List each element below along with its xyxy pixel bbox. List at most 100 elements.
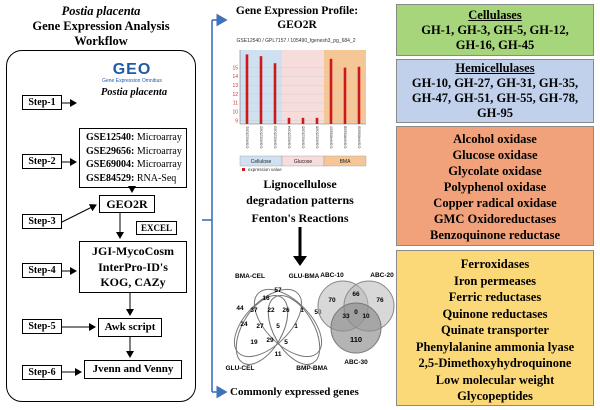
- enzyme-item: 2,5-Dimethoxyhydroquinone: [418, 356, 572, 370]
- venn1-value: 27: [256, 323, 264, 330]
- venn1-set-label: BMP-BMA: [296, 365, 328, 372]
- venn1-set-label: GLU-BMA: [289, 273, 320, 280]
- chart-x-tick-label: GSM315036: [315, 125, 320, 148]
- venn1-value: 26: [282, 307, 290, 314]
- common-genes-label: Commonly expressed genes: [230, 386, 359, 398]
- dataset-row: GSE12540: Microarray: [86, 132, 182, 143]
- venn1-value: 29: [266, 337, 274, 344]
- venn2-set-label: ABC-10: [320, 272, 344, 279]
- chart-x-tick-label: GSM315032: [259, 125, 264, 148]
- oxidase-item: GMC Oxidoreductases: [433, 212, 557, 226]
- enzyme-item: Ferric reductases: [448, 290, 542, 304]
- oxidase-item: Polyphenol oxidase: [443, 180, 547, 194]
- chart-legend-swatch: [242, 168, 245, 171]
- cellulases-title: Cellulases: [468, 8, 522, 22]
- chart-y-tick-label: 11: [233, 101, 238, 107]
- venn2-value: 70: [328, 297, 336, 304]
- chart-x-tick-label: GSM315034: [287, 125, 292, 148]
- venn2-set-label: ABC-30: [344, 359, 368, 366]
- cellulases-box: Cellulases GH-1, GH-3, GH-5, GH-12, GH-1…: [396, 4, 594, 56]
- chart-x-tick-label: GSM315031: [245, 125, 250, 148]
- venn2-value: 33: [342, 313, 350, 320]
- venn1-ellipse: [233, 288, 303, 358]
- step-3-label: Step-3: [22, 214, 62, 229]
- down-arrow-head: [293, 256, 307, 266]
- venn1-value: 57: [274, 287, 282, 294]
- chart-y-tick-label: 14: [232, 74, 238, 80]
- venn2-set-label: ABC-20: [370, 272, 394, 279]
- chart-bar: [315, 117, 319, 124]
- enzyme-item: Quinone reductases: [442, 306, 548, 321]
- expression-chart: GSE12540 / GPL7157 / 105490_fgenesh3_pg_…: [222, 34, 370, 172]
- oxidase-item: Glucose oxidase: [452, 148, 538, 162]
- excel-box: EXCEL: [136, 221, 177, 235]
- awk-script-box: Awk script: [98, 318, 162, 337]
- venn1-value: 5: [284, 339, 288, 346]
- workflow-title-organism: Postia placenta: [61, 4, 141, 18]
- geo-logo-subtitle: Gene Expression Omnibus: [102, 78, 162, 84]
- profile-title-line2: GEO2R: [277, 19, 317, 31]
- venn2-value: 66: [352, 291, 360, 298]
- venn1-value: 11: [275, 351, 282, 358]
- chart-y-tick-label: 12: [232, 92, 238, 98]
- database-item: KOG, CAZy: [100, 275, 166, 289]
- lignocellulose-line1: Lignocellulose: [263, 177, 337, 191]
- chart-bar: [245, 54, 249, 124]
- venn2-value: 76: [376, 297, 384, 304]
- chart-group-label-box: [323, 155, 367, 167]
- venn1-set-label: BMA-CEL: [235, 273, 265, 280]
- database-item: JGI-MycoCosm: [92, 244, 174, 258]
- chart-x-tick-label: GSM469837: [329, 125, 334, 148]
- cellulases-line: GH-16, GH-45: [455, 38, 535, 52]
- venn1-value: 53: [314, 309, 322, 316]
- database-item: InterPro-ID's: [98, 259, 168, 274]
- chart-group-label: Glucose: [294, 159, 313, 165]
- datasets-box: GSE12540: Microarray GSE29656: Microarra…: [79, 128, 187, 188]
- enzyme-item: Low molecular weight: [435, 372, 555, 387]
- workflow-title-line3: Workflow: [74, 34, 128, 48]
- chart-title: GSE12540 / GPL7157 / 105490_fgenesh3_pg_…: [237, 38, 356, 44]
- step-6-label: Step-6: [22, 365, 62, 380]
- dataset-row: GSE29656: Microarray: [86, 145, 182, 157]
- fenton-label: Fenton's Reactions: [251, 211, 349, 225]
- venn1-value: 22: [267, 307, 275, 314]
- workflow-title: Postia placenta Gene Expression Analysis…: [6, 4, 196, 49]
- venn-diagram-four-set: BMA-CEL GLU-BMA GLU-CEL BMP-BMA 57 16 44…: [226, 273, 328, 372]
- venn2-value: 0: [354, 309, 358, 316]
- venn1-ellipse: [253, 288, 323, 358]
- chart-bar: [301, 117, 305, 124]
- chart-y-tick-label: 9: [235, 118, 238, 124]
- chart-y-tick-label: 13: [232, 83, 238, 89]
- chart-bar: [329, 58, 333, 124]
- geo-logo: GEO Gene Expression Omnibus: [97, 61, 167, 85]
- profile-title-line1: Gene Expression Profile:: [235, 5, 359, 17]
- oxidase-item: Benzoquinone reductase: [430, 228, 560, 242]
- oxidase-item: Copper radical oxidase: [433, 196, 557, 210]
- oxidase-item: Alcohol oxidase: [453, 132, 537, 146]
- dataset-row: GSE84529: RNA-Seq: [86, 172, 177, 184]
- jvenn-box: Jvenn and Venny: [84, 360, 182, 379]
- chart-group-band: [282, 50, 324, 124]
- chart-x-tick-label: GSM315035: [301, 125, 306, 148]
- venn2-value: 10: [362, 313, 370, 320]
- chart-group-label: BMA: [340, 159, 352, 165]
- profile-title: Gene Expression Profile: GEO2R: [212, 4, 382, 32]
- step-4-label: Step-4: [22, 263, 62, 278]
- venn1-set-label: GLU-CEL: [226, 365, 255, 372]
- enzyme-item: Quinate transporter: [441, 323, 549, 337]
- venn1-ellipse: [235, 295, 289, 365]
- dataset-row: GSE69004: Microarray: [86, 159, 182, 170]
- venn1-value: 37: [250, 307, 258, 314]
- workflow-panel: [6, 50, 196, 402]
- venn1-value: 19: [250, 339, 258, 346]
- oxidase-item: Glycolate oxidase: [448, 164, 542, 178]
- geo-logo-text: GEO: [112, 61, 152, 78]
- venn1-value: 5: [276, 323, 280, 330]
- chart-bar: [259, 56, 263, 124]
- step-1-label: Step-1: [22, 95, 62, 110]
- enzyme-item: Ferroxidases: [460, 257, 530, 271]
- step-5-label: Step-5: [22, 319, 62, 334]
- workflow-title-line2: Gene Expression Analysis: [32, 19, 170, 33]
- lignocellulose-label: Lignocellulose degradation patterns: [212, 176, 388, 208]
